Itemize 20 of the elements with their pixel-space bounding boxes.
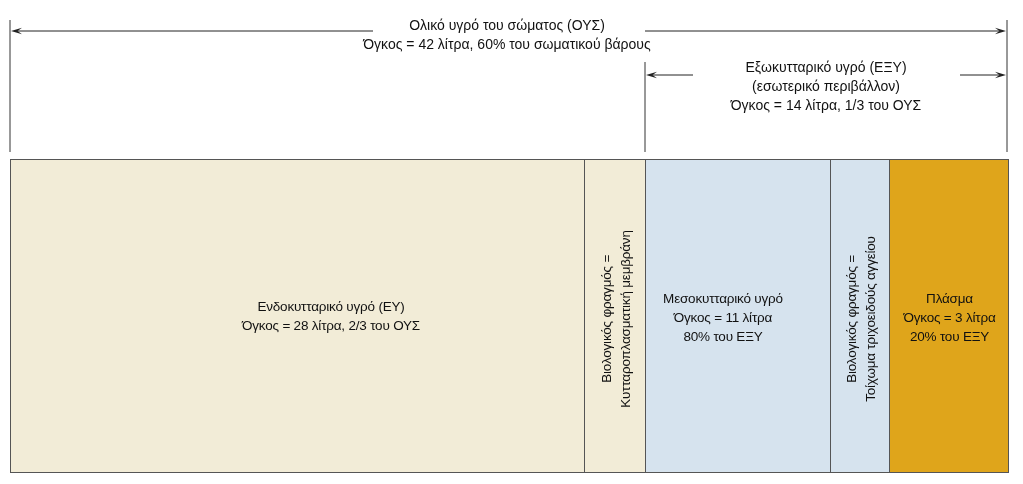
barrier-name: Κυτταροπλασματική μεμβράνη [616,230,634,408]
barrier-strip [830,159,890,473]
volume-text: Όγκος = 3 λίτρα 20% του ΕΞΥ [902,308,997,346]
dimension-label: Εξωκυτταρικό υγρό (ΕΞΥ) [745,58,907,76]
barrier-strip [584,159,646,473]
volume-text: Όγκος = 11 λίτρα 80% του ΕΞΥ [673,308,773,346]
compartment-box [10,159,585,473]
dimension-label: Ολικό υγρό του σώματος (ΟΥΣ) [409,16,605,34]
volume-text: Όγκος = 28 λίτρα, 2/3 του ΟΥΣ [242,317,420,335]
barrier-name: Τοίχωμα τριχοειδούς αγγείου [861,236,879,402]
compartment-name: Μεσοκυτταρικό υγρό [663,289,783,308]
barrier-title: Βιολογικός φραγμός = [597,255,615,383]
compartment-name: Πλάσμα [926,289,973,308]
compartment-box [889,159,1009,473]
compartment-box [645,159,831,473]
dimension-label: Όγκος = 42 λίτρα, 60% του σωματικού βάρους [363,35,651,53]
compartment-name: Ενδοκυτταρικό υγρό (ΕΥ) [257,298,405,316]
barrier-title: Βιολογικός φραγμός = [842,255,860,383]
dimension-label: (εσωτερικό περιβάλλον) [752,77,900,95]
dimension-label: Όγκος = 14 λίτρα, 1/3 του ΟΥΣ [730,96,922,114]
